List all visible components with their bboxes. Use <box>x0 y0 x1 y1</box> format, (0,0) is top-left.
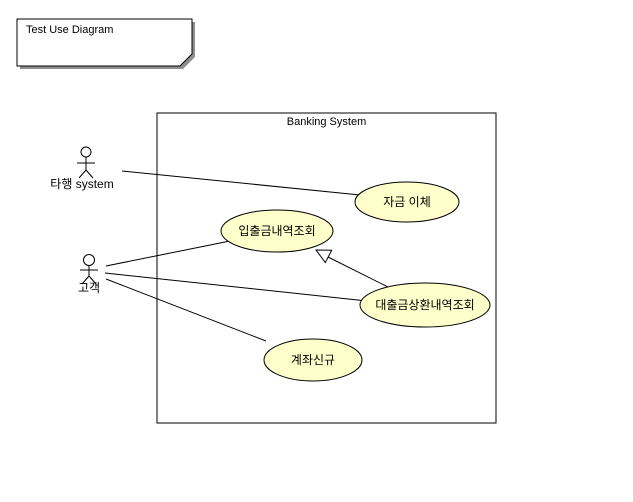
diagram-title-note[interactable] <box>16 18 195 69</box>
actor-other-bank-label: 타행 system <box>50 177 114 191</box>
actor-customer-figure-icon[interactable] <box>80 254 98 285</box>
generalization-line[interactable] <box>327 256 393 290</box>
usecase-loan-repayment-history-label: 대출금상환내역조회 <box>375 298 475 312</box>
association-customer-loanhistory[interactable] <box>104 272 368 302</box>
generalization-arrowhead-icon <box>315 249 333 264</box>
actor-customer-label: 고객 <box>77 281 101 295</box>
system-boundary-title: Banking System <box>286 116 367 128</box>
note-body[interactable] <box>16 18 193 67</box>
usecase-new-account-label: 계좌신규 <box>290 353 336 367</box>
usecase-deposit-withdrawal-history-label: 입출금내역조회 <box>238 224 316 238</box>
usecase-deposit-withdrawal-history[interactable] <box>220 209 334 253</box>
usecase-fund-transfer-label: 자금 이체 <box>383 195 431 209</box>
actor-other-bank-figure-icon[interactable] <box>77 146 95 179</box>
usecase-new-account[interactable] <box>263 338 363 382</box>
association-customer-newaccount[interactable] <box>105 278 267 342</box>
usecase-fund-transfer[interactable] <box>354 181 460 223</box>
association-otherbank-fundtransfer[interactable] <box>121 170 361 196</box>
usecase-loan-repayment-history[interactable] <box>359 282 491 328</box>
diagram-title: Test Use Diagram <box>26 24 114 36</box>
association-customer-deposithistory[interactable] <box>105 240 231 267</box>
